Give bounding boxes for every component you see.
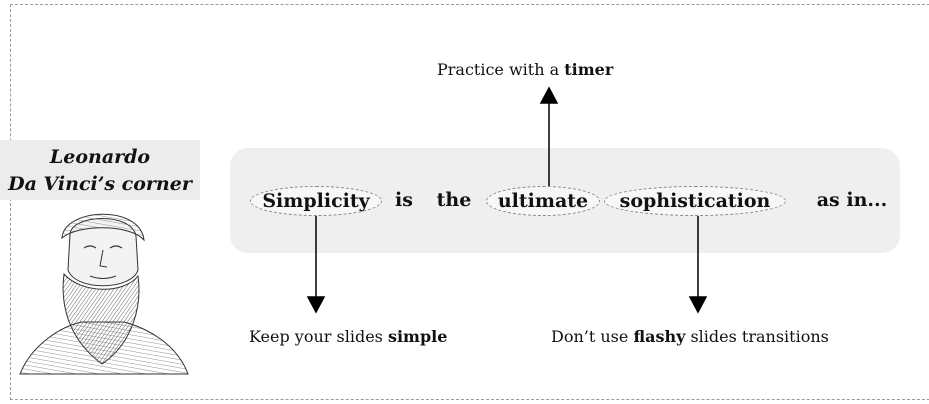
- arrow-left-down-head: [306, 296, 326, 314]
- word-the: the: [436, 189, 472, 211]
- word-sophistication: sophistication: [604, 186, 786, 216]
- note-flashy-post: slides transitions: [685, 327, 829, 346]
- word-ultimate: ultimate: [486, 186, 600, 216]
- note-simple-text: Keep your slides: [249, 327, 388, 346]
- note-timer: Practice with a timer: [437, 60, 613, 79]
- leonardo-portrait-image: [19, 213, 189, 375]
- dashed-frame: [10, 4, 929, 400]
- corner-title: Leonardo Da Vinci’s corner: [0, 140, 200, 200]
- corner-title-line-2: Da Vinci’s corner: [8, 173, 192, 195]
- corner-title-line-1: Leonardo: [49, 146, 151, 168]
- note-flashy-pre: Don’t use: [551, 327, 634, 346]
- note-flashy-bold: flashy: [633, 327, 686, 346]
- arrow-up-head: [539, 86, 559, 104]
- note-simple-bold: simple: [387, 327, 448, 346]
- note-timer-bold: timer: [564, 60, 614, 79]
- word-simplicity: Simplicity: [250, 186, 382, 216]
- note-simple: Keep your slides simple: [249, 327, 447, 346]
- arrow-right-down-head: [688, 296, 708, 314]
- note-timer-text: Practice with a: [437, 60, 565, 79]
- word-as-in: as in...: [816, 189, 888, 211]
- note-flashy: Don’t use flashy slides transitions: [551, 327, 829, 346]
- word-is: is: [395, 189, 413, 211]
